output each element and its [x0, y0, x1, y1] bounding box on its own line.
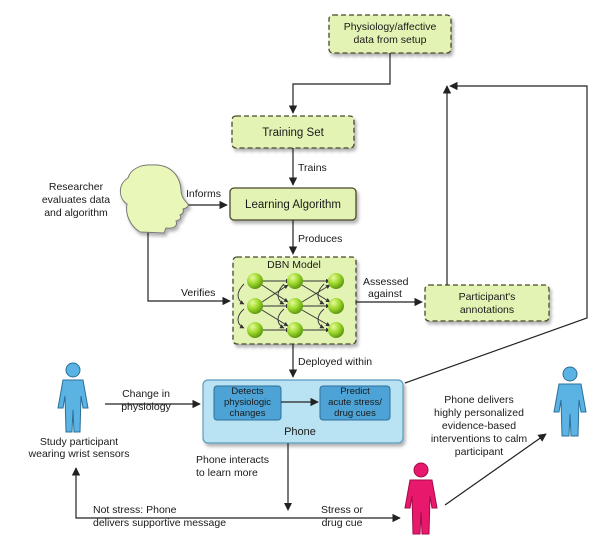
physio-data-box: Physiology/affective data from setup: [328, 14, 452, 54]
phone-interacts-label-1: Phone interacts: [196, 454, 269, 466]
dbn-nodes: [247, 273, 344, 338]
phone-down-arrowhead: [284, 503, 292, 511]
verifies-arrow: [147, 228, 231, 306]
stressed-participant-icon: [404, 462, 438, 535]
training-set-box: Training Set: [231, 115, 355, 149]
phone-label: Phone: [284, 426, 316, 438]
phone-interacts-label-2: to learn more: [196, 467, 258, 479]
dbn-edges: [237, 278, 331, 333]
predict-box: Predict acute stress/ drug cues: [319, 385, 391, 421]
deployed-label: Deployed within: [298, 356, 372, 368]
delivers-label-5: participant: [455, 446, 504, 458]
physio-to-training-arrow: [288, 53, 391, 114]
assessed-label-2: against: [368, 288, 402, 300]
researcher-label-3: and algorithm: [44, 207, 108, 219]
not-stress-label-1: Not stress: Phone: [93, 504, 177, 516]
researcher-label-1: Researcher: [49, 181, 104, 193]
participant-label-2: wearing wrist sensors: [28, 448, 130, 460]
stress-label-2: drug cue: [322, 517, 363, 529]
annotations-label-1: Participant's: [459, 291, 516, 303]
annotations-label-2: annotations: [460, 304, 514, 316]
dbn-model-label: DBN Model: [267, 259, 321, 271]
physio-data-label-2: data from setup: [354, 34, 427, 46]
intervention-arrow: [444, 433, 547, 506]
detects-box: Detects physiologic changes: [213, 385, 282, 421]
detects-label-1: Detects: [231, 386, 263, 397]
assessed-label-1: Assessed: [363, 276, 409, 288]
learning-algorithm-box: Learning Algorithm: [229, 187, 357, 221]
delivers-label-1: Phone delivers: [444, 394, 513, 406]
edge-labels: Trains Produces Informs Verifies Assesse…: [28, 162, 528, 529]
dbn-model-box: DBN Model: [232, 256, 357, 345]
training-set-label: Training Set: [262, 127, 324, 139]
predict-label-1: Predict: [340, 386, 370, 397]
predict-label-3: drug cues: [334, 408, 376, 419]
change-label-1: Change in: [122, 388, 170, 400]
informs-label: Informs: [186, 188, 221, 200]
participant-person-icon: [57, 362, 89, 433]
produces-label: Produces: [298, 233, 342, 245]
delivers-label-3: evidence-based: [442, 420, 516, 432]
researcher-label-2: evaluates data: [42, 194, 110, 206]
connectors: [71, 53, 588, 523]
detects-label-2: physiologic: [224, 397, 271, 408]
not-stress-label-2: delivers supportive message: [93, 517, 226, 529]
delivers-label-4: interventions to calm: [431, 433, 528, 445]
detects-label-3: changes: [230, 408, 266, 419]
change-label-2: physiology: [121, 401, 171, 413]
participant-label-1: Study participant: [40, 436, 118, 448]
delivers-label-2: highly personalized: [434, 407, 524, 419]
physio-data-label-1: Physiology/affective: [344, 21, 437, 33]
verifies-label: Verifies: [181, 287, 215, 299]
annotations-box: Participant's annotations: [424, 284, 550, 322]
trains-label: Trains: [298, 162, 327, 174]
phone-box: Phone Detects physiologic changes Predic…: [202, 379, 404, 444]
phone-feedback-arrow: [404, 81, 588, 384]
researcher-head-icon: [119, 164, 189, 234]
predict-label-2: acute stress/: [328, 397, 382, 408]
not-stress-arrow: [71, 467, 288, 519]
learning-algorithm-label: Learning Algorithm: [245, 199, 341, 211]
intervention-participant-icon: [553, 366, 587, 437]
stress-label-1: Stress or: [321, 504, 364, 516]
